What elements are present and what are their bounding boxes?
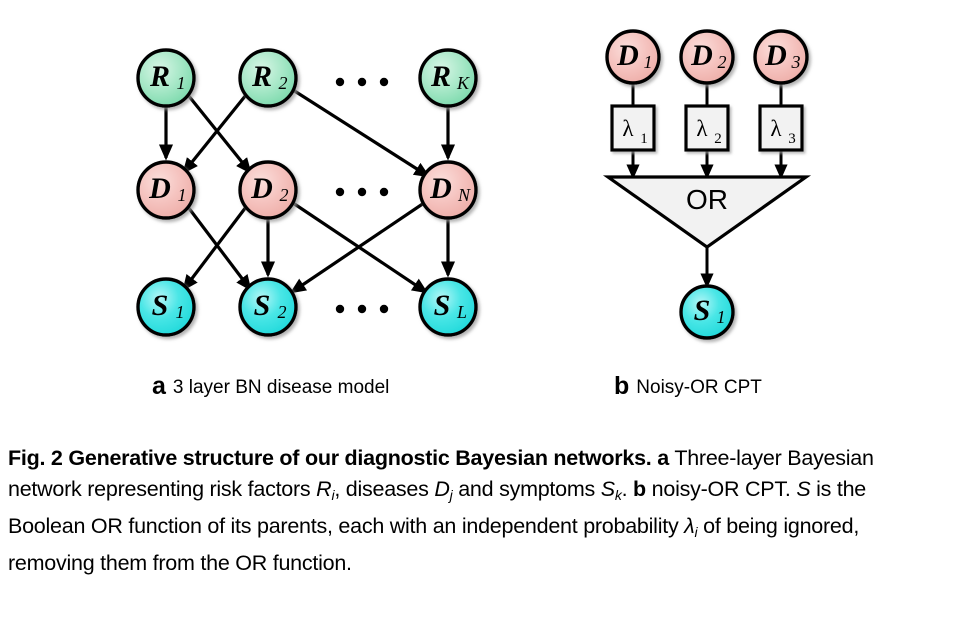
figure-title: Generative structure of our diagnostic B… xyxy=(68,446,652,470)
node-D2-label: D xyxy=(250,172,273,205)
node-SL-subscript: L xyxy=(456,302,467,322)
panel-b-caption: b Noisy-OR CPT xyxy=(614,372,762,401)
panel-a-caption-text: 3 layer BN disease model xyxy=(172,377,390,398)
node-R1-label: R xyxy=(149,60,170,93)
or-gate-label: OR xyxy=(686,184,728,215)
node-S2-subscript: 2 xyxy=(278,302,287,322)
caption-subscript-i: i xyxy=(331,487,335,503)
caption-b-text-1: noisy-OR CPT. xyxy=(651,477,797,501)
caption-a-text-2: , diseases xyxy=(334,477,435,501)
node-R2-label: R xyxy=(251,60,272,93)
lambda-3-subscript: 3 xyxy=(788,131,796,147)
bayesian-network-diagram: R 1 R 2 R K D 1 D 2 xyxy=(136,29,812,340)
figure-caption: Fig. 2 Generative structure of our diagn… xyxy=(8,443,946,579)
caption-panel-b-letter: b xyxy=(633,477,646,501)
node-D2: D 2 xyxy=(238,160,298,220)
caption-symbol-S: S xyxy=(600,477,615,501)
caption-subscript-k: k xyxy=(614,487,622,503)
lambda-box-1: λ 1 xyxy=(610,104,656,152)
node-b-D1-subscript: 1 xyxy=(644,52,653,72)
node-RK-subscript: K xyxy=(456,73,470,93)
caption-subscript-j: j xyxy=(449,487,453,503)
node-S1-subscript: 1 xyxy=(176,302,185,322)
node-b-S1-subscript: 1 xyxy=(717,307,726,327)
panel-b-group: OR λ 1 λ 2 λ 3 D 1 xyxy=(602,29,812,340)
caption-symbol-S-bold: S xyxy=(796,477,811,501)
node-SL-label: S xyxy=(434,289,451,322)
caption-a-text-1: Three-layer Bayesian network representin… xyxy=(8,446,874,501)
node-D1-label: D xyxy=(148,172,171,205)
panel-a-edges xyxy=(158,88,456,294)
caption-panel-a-letter: a xyxy=(657,446,669,470)
node-RK-label: R xyxy=(430,60,451,93)
node-R2-subscript: 2 xyxy=(279,73,288,93)
edge-DN-S2 xyxy=(289,201,425,294)
ellipsis-disease-layer xyxy=(335,187,389,197)
caption-a-text-3: and symptoms xyxy=(452,477,601,501)
node-DN: D N xyxy=(418,160,478,220)
node-b-D2: D 2 xyxy=(679,29,735,85)
node-S2: S 2 xyxy=(238,277,298,337)
node-D2-subscript: 2 xyxy=(280,185,289,205)
node-S1: S 1 xyxy=(136,277,196,337)
node-b-D2-label: D xyxy=(690,39,713,72)
edge-R2-DN xyxy=(292,88,431,178)
ellipsis-risk-layer xyxy=(335,77,389,87)
caption-symbol-D: D xyxy=(434,477,450,501)
caption-a-text-4: . xyxy=(621,477,634,501)
edge-D2-S1 xyxy=(182,206,248,292)
edge-R2-D1 xyxy=(182,93,248,174)
lambda-1-subscript: 1 xyxy=(640,131,648,147)
node-RK: R K xyxy=(418,48,478,108)
node-R1: R 1 xyxy=(136,48,196,108)
node-b-D1: D 1 xyxy=(605,29,661,85)
node-DN-label: D xyxy=(429,172,452,205)
lambda-2-subscript: 2 xyxy=(714,131,722,147)
caption-symbol-R: R xyxy=(316,477,332,501)
node-SL: S L xyxy=(418,277,478,337)
node-R1-subscript: 1 xyxy=(177,73,186,93)
node-b-D2-subscript: 2 xyxy=(718,52,727,72)
node-R2: R 2 xyxy=(238,48,298,108)
node-S1-label: S xyxy=(152,289,169,322)
panel-a-caption: a 3 layer BN disease model xyxy=(152,372,389,401)
or-gate-triangle xyxy=(602,175,812,249)
figure-id: Fig. 2 xyxy=(8,446,63,470)
caption-b-text-2: is the Boolean OR function of its parent… xyxy=(8,477,867,538)
node-b-D3: D 3 xyxy=(753,29,809,85)
panel-a-letter: a xyxy=(152,372,166,400)
node-DN-subscript: N xyxy=(457,185,471,205)
caption-b-text-3: of being ignored, removing them from the… xyxy=(8,514,860,575)
node-D1-subscript: 1 xyxy=(178,185,187,205)
lambda-box-3: λ 3 xyxy=(758,104,804,152)
node-D1: D 1 xyxy=(136,160,196,220)
lambda-2-symbol: λ xyxy=(696,116,708,141)
panel-b-letter: b xyxy=(614,372,630,400)
lambda-1-symbol: λ xyxy=(622,116,634,141)
ellipsis-symptom-layer xyxy=(335,304,389,314)
panel-b-caption-text: Noisy-OR CPT xyxy=(636,377,762,398)
lambda-3-symbol: λ xyxy=(770,116,782,141)
edge-D1-S2 xyxy=(186,206,252,292)
edge-R1-D2 xyxy=(186,93,252,174)
node-b-S1: S 1 xyxy=(679,284,735,340)
caption-subscript-i-lambda: i xyxy=(694,524,698,540)
lambda-box-2: λ 2 xyxy=(684,104,730,152)
caption-symbol-lambda: λ xyxy=(684,514,695,538)
node-b-D1-label: D xyxy=(616,39,639,72)
node-S2-label: S xyxy=(254,289,271,322)
node-b-D3-subscript: 3 xyxy=(791,52,801,72)
node-b-S1-label: S xyxy=(694,294,711,327)
node-b-D3-label: D xyxy=(764,39,787,72)
